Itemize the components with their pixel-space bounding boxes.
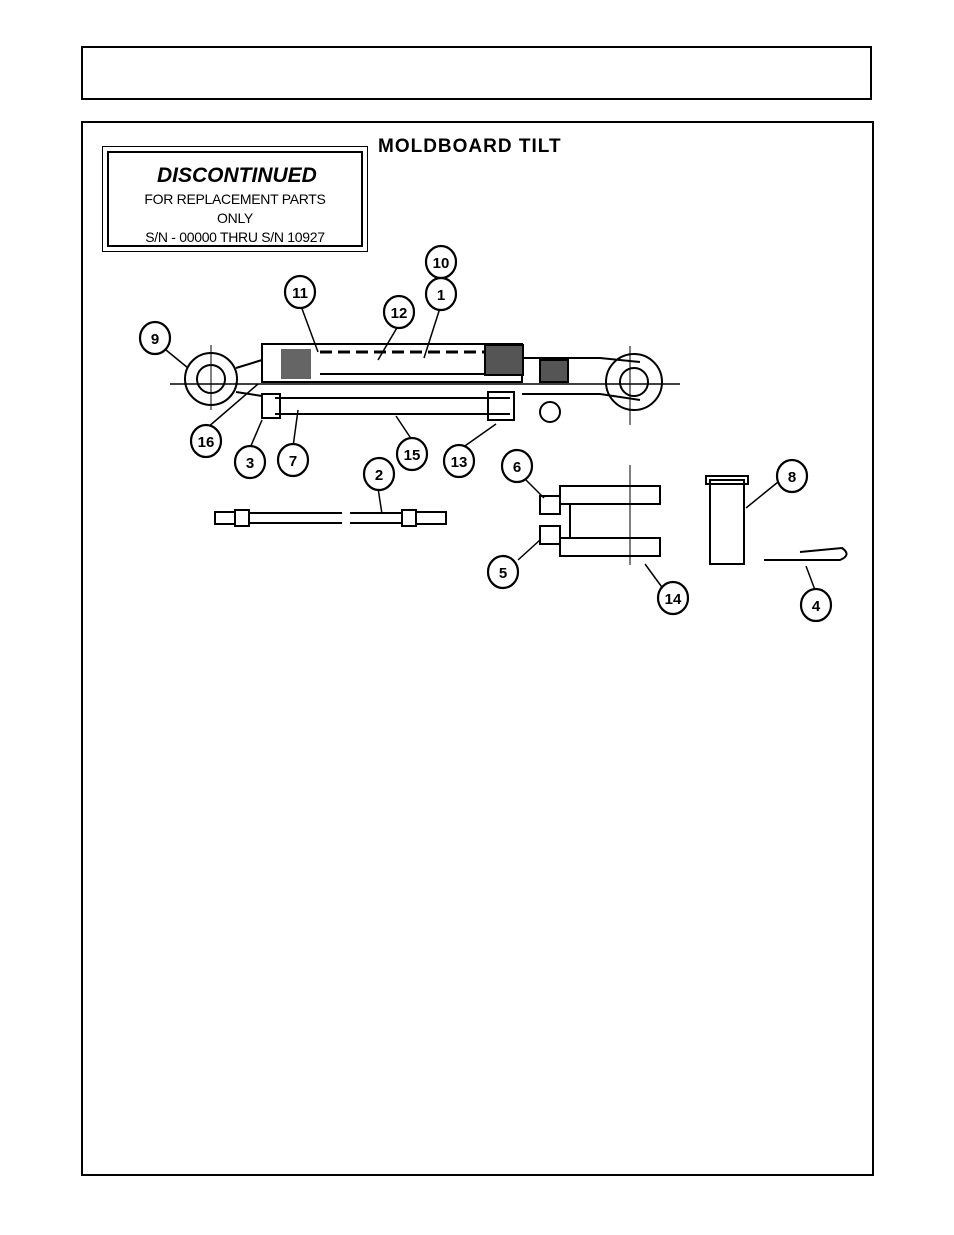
callout-3 — [233, 444, 267, 480]
clevis — [539, 465, 661, 565]
callout-7-label: 7 — [289, 453, 297, 470]
callout-4-label: 4 — [812, 598, 821, 615]
callout-14 — [656, 580, 690, 616]
figure-frame — [81, 121, 874, 1176]
discontinued-stamp: DISCONTINUED FOR REPLACEMENT PARTS ONLY … — [102, 146, 368, 252]
callout-8-label: 8 — [788, 469, 796, 486]
leader-lines — [165, 282, 816, 591]
callout-1 — [424, 276, 458, 312]
callout-2 — [362, 456, 396, 492]
stamp-inner-border: DISCONTINUED FOR REPLACEMENT PARTS ONLY … — [107, 151, 363, 247]
callout-8 — [775, 458, 809, 494]
callout-16-label: 16 — [198, 434, 215, 451]
callout-5 — [486, 554, 520, 590]
callout-14-label: 14 — [665, 591, 682, 608]
callout-6 — [500, 448, 534, 484]
callout-11 — [283, 274, 317, 310]
callout-13-label: 13 — [451, 454, 468, 471]
cylinder-barrel — [261, 343, 524, 383]
stamp-line-3: S/N - 00000 THRU S/N 10927 — [145, 229, 325, 245]
figure-title: MOLDBOARD TILT — [378, 136, 562, 157]
rod-end-eye — [184, 352, 263, 406]
cylinder-butt-end — [522, 353, 663, 423]
callout-2-label: 2 — [375, 467, 383, 484]
callout-6-label: 6 — [513, 459, 521, 476]
cotter-pin — [764, 546, 848, 561]
clevis-pin — [705, 475, 749, 565]
hydraulic-hose — [214, 509, 447, 527]
callout-15-label: 15 — [404, 447, 421, 464]
callout-5-label: 5 — [499, 565, 507, 582]
callout-16 — [189, 423, 223, 459]
callout-11-label: 11 — [292, 285, 308, 302]
callout-4 — [799, 587, 833, 623]
tie-rod — [261, 391, 515, 421]
stamp-line-1: FOR REPLACEMENT PARTS — [144, 191, 326, 207]
callout-9-label: 9 — [151, 331, 159, 348]
callout-15 — [395, 436, 429, 472]
stamp-heading: DISCONTINUED — [157, 164, 317, 187]
callout-9 — [138, 320, 172, 356]
page-header-box — [81, 46, 872, 100]
callout-13 — [442, 443, 476, 479]
callout-1-label: 1 — [437, 287, 445, 304]
stamp-line-2: ONLY — [217, 210, 253, 226]
callout-10-label: 10 — [433, 255, 450, 272]
callout-3-label: 3 — [246, 455, 254, 472]
callout-12-label: 12 — [391, 305, 408, 322]
callout-12 — [382, 294, 416, 330]
callout-7 — [276, 442, 310, 478]
